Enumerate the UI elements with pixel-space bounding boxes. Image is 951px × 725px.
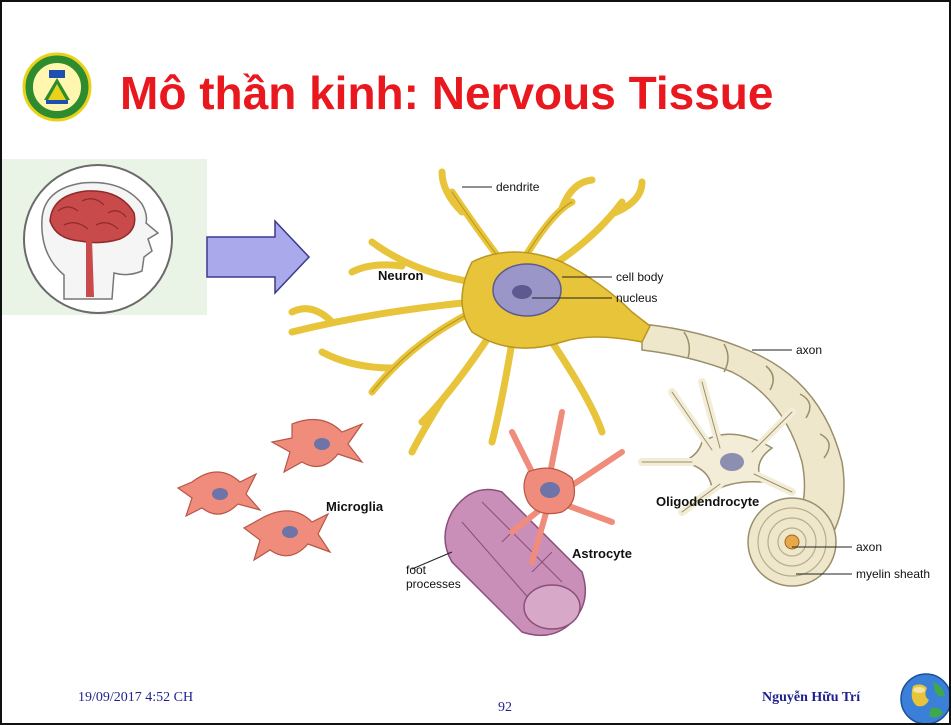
label-astrocyte: Astrocyte [572, 546, 632, 561]
label-neuron: Neuron [378, 268, 424, 283]
footer-author: Nguyễn Hữu Trí [762, 690, 860, 706]
label-microglia: Microglia [326, 499, 384, 514]
oligodendrocyte [642, 382, 792, 512]
slide-title: Mô thần kinh: Nervous Tissue [120, 66, 773, 120]
microglia-cells [178, 420, 362, 561]
label-processes: processes [406, 577, 461, 591]
label-nucleus: nucleus [616, 291, 657, 305]
label-foot: foot [406, 563, 427, 577]
label-axon-top: axon [796, 343, 822, 357]
label-axon-bottom: axon [856, 540, 882, 554]
university-seal-icon [22, 52, 92, 122]
page-number: 92 [498, 700, 512, 716]
blood-vessel [445, 490, 585, 636]
label-myelin-sheath: myelin sheath [856, 567, 930, 581]
label-cell-body: cell body [616, 270, 663, 284]
globe-icon [899, 672, 951, 725]
nervous-tissue-illustration: dendrite Neuron cell body nucleus axon M… [172, 162, 949, 672]
footer-date: 19/09/2017 4:52 CH [78, 690, 193, 706]
label-oligodendrocyte: Oligodendrocyte [656, 494, 759, 509]
label-dendrite: dendrite [496, 180, 540, 194]
